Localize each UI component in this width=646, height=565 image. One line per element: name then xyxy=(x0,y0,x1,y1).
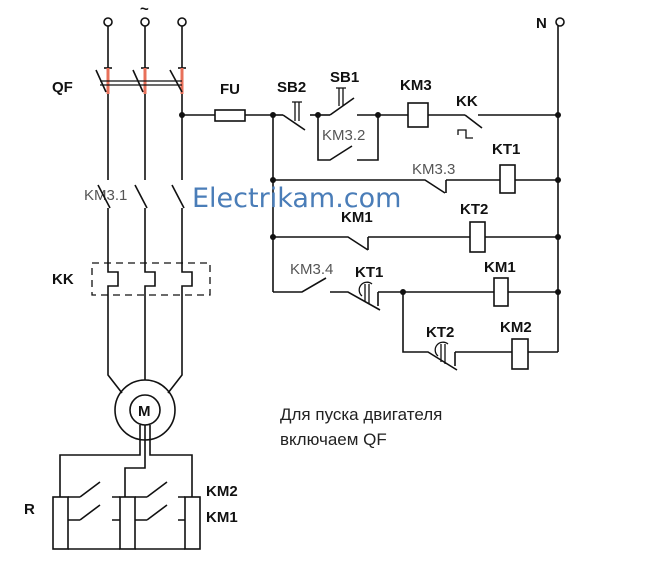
fu-label: FU xyxy=(220,81,240,98)
km1-coil-label: KM1 xyxy=(484,259,516,276)
resistor-label: R xyxy=(24,501,35,518)
qf-label: QF xyxy=(52,79,73,96)
km3-coil xyxy=(407,102,429,128)
km1-power-label: KM1 xyxy=(206,509,238,526)
phase-terminals xyxy=(103,17,187,68)
motor: M xyxy=(59,379,193,497)
km3-1-label: KM3.1 xyxy=(84,187,127,204)
note-line-1: Для пуска двигателя xyxy=(280,405,442,424)
sb1-label: SB1 xyxy=(330,69,359,86)
neutral-terminal xyxy=(555,17,565,27)
km2-coil xyxy=(511,338,529,370)
ac-symbol: ~ xyxy=(140,1,149,18)
kt1-timer-symbol xyxy=(358,281,373,304)
sb2-label: SB2 xyxy=(277,79,306,96)
kt1-coil-label: KT1 xyxy=(492,141,520,158)
km3-4-kt1-contacts xyxy=(273,277,558,311)
km3-label: KM3 xyxy=(400,77,432,94)
kt2-coil-label: KT2 xyxy=(460,201,488,218)
note-line-2: включаем QF xyxy=(280,430,387,449)
sb2-stop-button xyxy=(273,101,318,131)
kt2-coil xyxy=(469,221,486,253)
km1-coil xyxy=(493,277,509,307)
kk-control-contact xyxy=(428,114,558,139)
kt2-timed-contact xyxy=(402,292,558,371)
kk-control-label: KK xyxy=(456,93,478,110)
km2-coil-label: KM2 xyxy=(500,319,532,336)
km3-3-label: KM3.3 xyxy=(412,161,455,178)
sb1-start-button xyxy=(318,87,408,116)
rotor-resistors xyxy=(52,481,201,550)
km3-1-contacts xyxy=(97,184,185,263)
kt2-timer-symbol xyxy=(434,341,449,364)
motor-label: M xyxy=(138,403,151,420)
kk-thermal-relay xyxy=(91,262,211,394)
watermark: Electrikam.com xyxy=(192,183,401,214)
km3-3-contact xyxy=(273,179,558,194)
fuse xyxy=(214,109,246,122)
qf-breaker xyxy=(95,67,186,180)
neutral-label: N xyxy=(536,15,547,32)
km3-2-contact xyxy=(317,115,379,161)
kk-power-label: KK xyxy=(52,271,74,288)
km1-contact-label: KM1 xyxy=(341,209,373,226)
km1-nc-contact xyxy=(273,236,558,251)
kt2-contact-label: KT2 xyxy=(426,324,454,341)
kt1-coil xyxy=(499,164,516,194)
kt1-contact-label: KT1 xyxy=(355,264,383,281)
km2-power-label: KM2 xyxy=(206,483,238,500)
km3-2-label: KM3.2 xyxy=(322,127,365,144)
km3-4-label: KM3.4 xyxy=(290,261,333,278)
